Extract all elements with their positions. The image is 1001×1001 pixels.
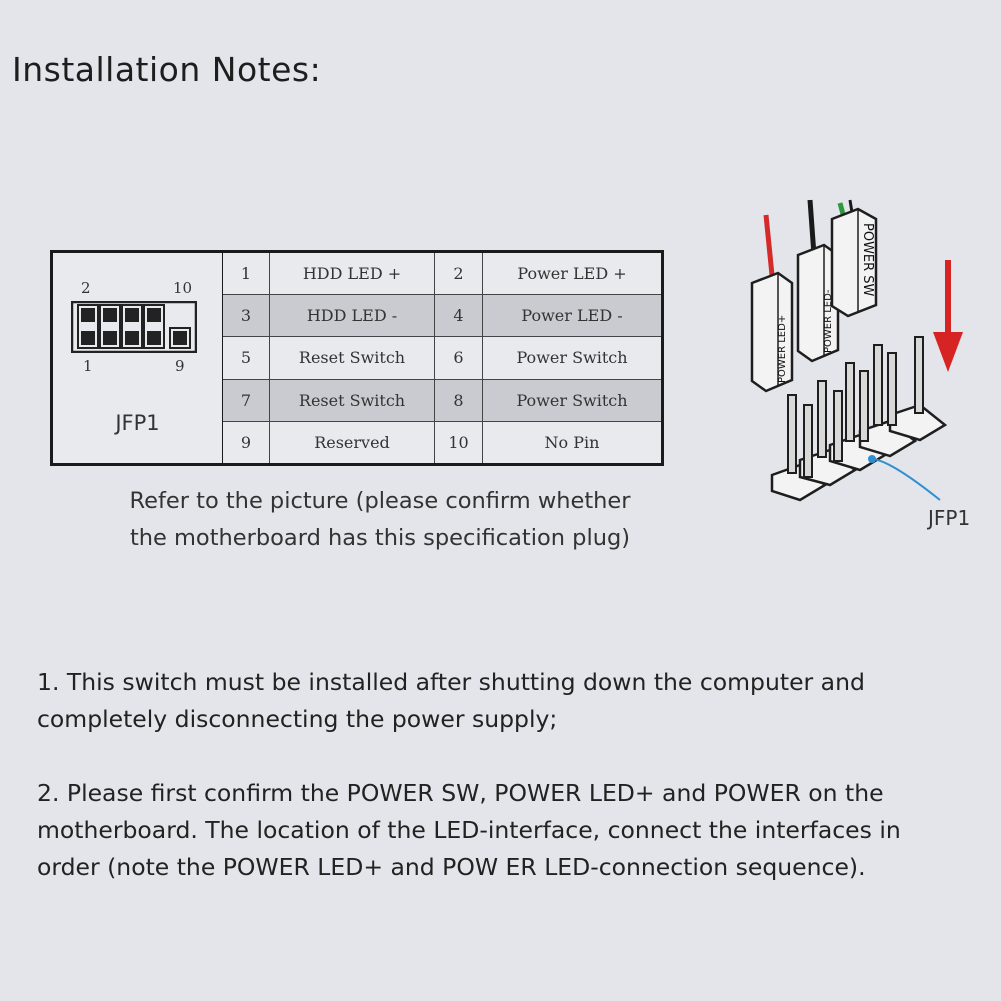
pin-number: 2 <box>434 253 483 295</box>
pin-number: 9 <box>223 421 270 463</box>
note-line: order (note the POWER LED+ and POW ER LE… <box>37 853 866 881</box>
table-row: 3 HDD LED - 4 Power LED - <box>223 293 661 338</box>
note-line: motherboard. The location of the LED-int… <box>37 816 901 844</box>
page-title: Installation Notes: <box>12 50 322 89</box>
table-row: 5 Reset Switch 6 Power Switch <box>223 336 661 380</box>
wire-red <box>763 214 775 276</box>
pin-label: HDD LED + <box>269 253 435 295</box>
pin-number: 10 <box>434 421 483 463</box>
jfp1-callout-label: JFP1 <box>928 506 971 530</box>
insert-arrow-icon <box>933 260 963 372</box>
pin-number: 7 <box>223 378 270 423</box>
pin-number-top-right: 10 <box>173 279 193 297</box>
pin-number: 5 <box>223 336 270 380</box>
connector-illustration: POWER LED+ POWER LED- POWER SW <box>750 199 963 502</box>
plug-label-power-led-minus: POWER LED- <box>823 289 834 353</box>
pin-label: Reset Switch <box>269 378 435 423</box>
pin-label: Power LED + <box>482 253 661 295</box>
table-caption: Refer to the picture (please confirm whe… <box>80 483 680 557</box>
pin-label: Reserved <box>269 421 435 463</box>
pin-label: Power Switch <box>482 336 661 380</box>
pin-number: 3 <box>223 293 270 338</box>
plug-label-power-led-plus: POWER LED+ <box>777 315 788 383</box>
note-1: 1. This switch must be installed after s… <box>37 664 967 738</box>
table-row: 7 Reset Switch 8 Power Switch <box>223 378 661 423</box>
pin-label: Power Switch <box>482 378 661 423</box>
pin-table: 1 HDD LED + 2 Power LED + 3 HDD LED - 4 … <box>223 253 661 463</box>
pin-number: 4 <box>434 293 483 338</box>
pin-header-icon <box>71 301 197 353</box>
pin-number-top-left: 2 <box>81 279 91 297</box>
wire-black <box>807 199 817 256</box>
pin-assignment-table: 2 10 1 9 JFP1 <box>50 250 664 466</box>
note-line: 2. Please first confirm the POWER SW, PO… <box>37 779 884 807</box>
caption-line: Refer to the picture (please confirm whe… <box>129 488 631 514</box>
pin-number: 6 <box>434 336 483 380</box>
pin-number-bottom-right: 9 <box>175 357 185 375</box>
pin-number: 8 <box>434 378 483 423</box>
callout-line <box>871 458 941 501</box>
plug-label-power-sw: POWER SW <box>860 223 875 297</box>
pin-label: No Pin <box>482 421 661 463</box>
pin-number: 1 <box>223 253 270 295</box>
table-row: 9 Reserved 10 No Pin <box>223 421 661 463</box>
note-line: completely disconnecting the power suppl… <box>37 705 558 733</box>
pin-label: HDD LED - <box>269 293 435 338</box>
table-row: 1 HDD LED + 2 Power LED + <box>223 253 661 295</box>
header-label: JFP1 <box>115 411 160 435</box>
pin-label: Reset Switch <box>269 336 435 380</box>
header-diagram: 2 10 1 9 JFP1 <box>53 253 223 463</box>
pin-label: Power LED - <box>482 293 661 338</box>
caption-line: the motherboard has this specification p… <box>129 525 631 551</box>
pin-number-bottom-left: 1 <box>83 357 93 375</box>
note-line: 1. This switch must be installed after s… <box>37 668 865 696</box>
note-2: 2. Please first confirm the POWER SW, PO… <box>37 775 967 886</box>
